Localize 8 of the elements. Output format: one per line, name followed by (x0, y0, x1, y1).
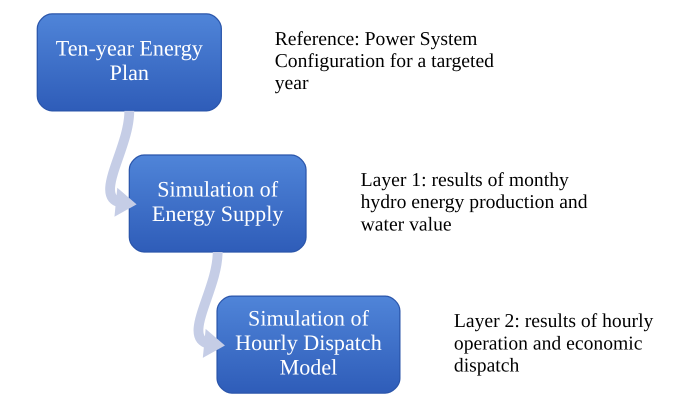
node-label: Reference: Power System Configuration for a targeted year (274, 28, 494, 94)
arrow (193, 251, 224, 358)
node-box: Ten-year Energy Plan (36, 12, 222, 111)
node-label: Layer 1: results of monthy hydro energy production and water value (360, 170, 588, 235)
node-box: Simulation of Energy Supply (128, 154, 306, 252)
node-box: Simulation of Hourly Dispatch Model (216, 295, 400, 394)
node-label: Layer 2: results of hourly operation and economic dispatch (453, 310, 653, 376)
arrow (104, 110, 136, 216)
